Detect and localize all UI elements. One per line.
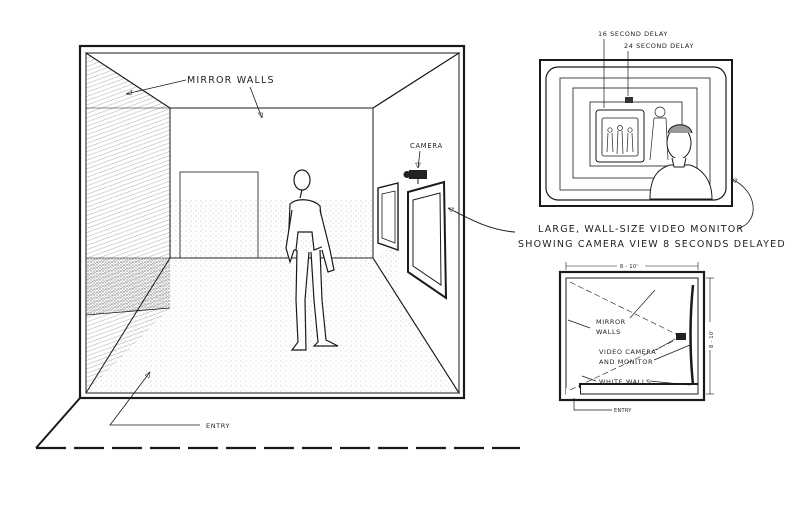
plan-camera-monitor-line2: AND MONITOR — [599, 358, 653, 366]
monitor-screen — [545, 66, 727, 201]
plan-monitor — [689, 284, 695, 386]
plan-white-walls-label: WHITE WALLS — [599, 378, 651, 386]
foreground-face — [649, 124, 713, 200]
plan-mirror-walls-line1: MIRROR — [596, 318, 626, 326]
large-wall-monitor — [407, 180, 448, 300]
delay-24-label: 24 SECOND DELAY — [624, 42, 694, 50]
camera-label: CAMERA — [410, 142, 443, 150]
plan-mirror-walls-line2: WALLS — [596, 328, 621, 336]
monitor-view: 16 SECOND DELAY 24 SECOND DELAY LARGE, W… — [518, 30, 786, 250]
plan-outer-wall — [558, 270, 706, 402]
small-reflected-monitor — [377, 182, 399, 251]
entry-wall-line — [35, 397, 81, 449]
floor — [86, 258, 459, 393]
standing-person — [285, 169, 339, 351]
monitor-caption-line2: SHOWING CAMERA VIEW 8 SECONDS DELAYED — [518, 239, 786, 250]
plan-entry-label: ENTRY — [614, 408, 632, 414]
camera-icon — [403, 170, 427, 184]
mirror-walls-label: MIRROR WALLS — [187, 75, 275, 86]
delay-16-label: 16 SECOND DELAY — [598, 30, 668, 38]
inner-monitor-24s — [601, 117, 639, 157]
monitor-outer-frame — [539, 59, 733, 207]
right-wall-floor-shade — [373, 240, 400, 300]
plan-depth-dimension: 8 - 10' — [709, 330, 715, 348]
inner-monitor-16s — [595, 109, 645, 163]
plan-camera-monitor-line1: VIDEO CAMERA — [599, 348, 656, 356]
plan-camera-icon — [676, 333, 686, 340]
room-perspective: MIRROR WALLS CAMERA ENTRY — [35, 44, 520, 450]
right-wall — [372, 52, 460, 395]
plan-inner-wall — [565, 277, 699, 395]
plan-width-dimension: 8 - 10' — [620, 264, 638, 270]
reflected-camera-icon — [625, 97, 633, 103]
entry-label: ENTRY — [206, 422, 230, 430]
back-wall-reflection — [170, 200, 373, 258]
floor-plan: 8 - 10' 8 - 10' MIRROR WALLS VIDEO CAMER… — [558, 260, 715, 414]
room-outer-frame — [78, 44, 466, 400]
monitor-caption-line1: LARGE, WALL-SIZE VIDEO MONITOR — [538, 224, 744, 235]
